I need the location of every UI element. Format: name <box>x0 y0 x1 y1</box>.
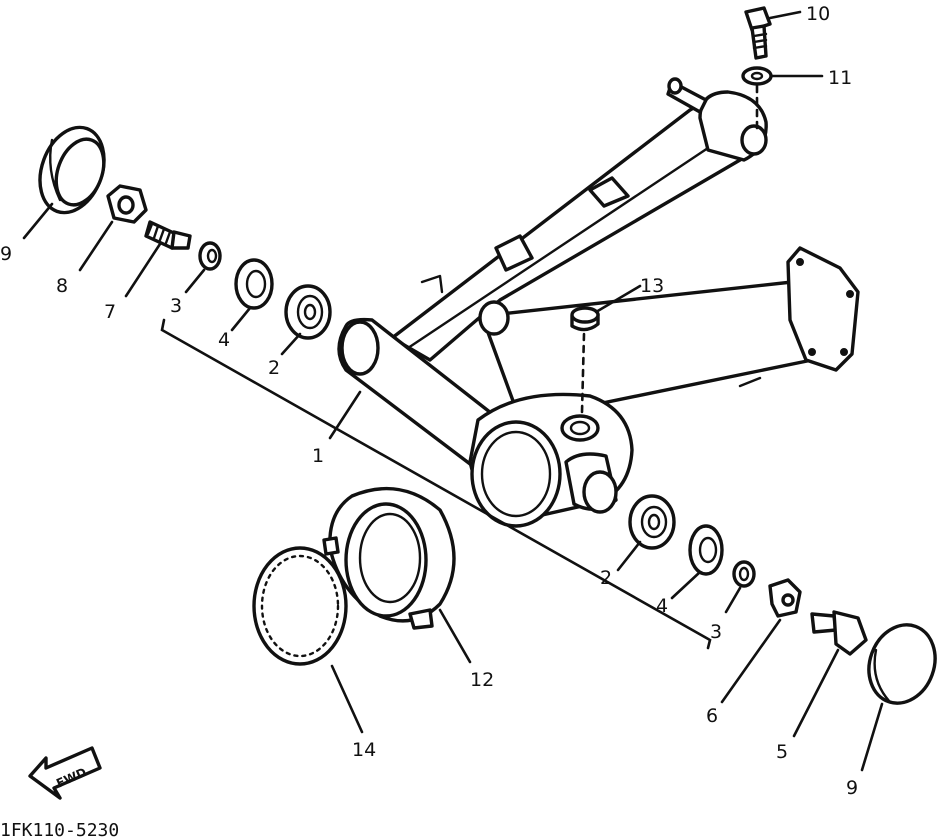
callout-13: 13 <box>640 275 664 297</box>
callout-2-right: 2 <box>600 567 612 589</box>
seal-right <box>688 524 724 576</box>
boot-ring <box>322 486 456 630</box>
callout-9-left: 9 <box>0 243 12 265</box>
bolt-top <box>744 6 772 60</box>
pivot-bolt-left <box>144 220 192 250</box>
callout-numbers: 10 11 13 9 8 7 3 4 2 1 2 4 3 6 5 9 12 14 <box>0 3 858 799</box>
plug <box>570 306 600 332</box>
part-code: 1FK110-5230 <box>0 820 119 840</box>
callout-6: 6 <box>706 705 718 727</box>
nut-left <box>106 184 148 224</box>
lock-plate <box>768 578 802 618</box>
gasket <box>252 546 348 666</box>
callout-4-right: 4 <box>656 595 668 617</box>
front-direction-arrow: FWD <box>28 746 102 800</box>
callout-12: 12 <box>470 669 494 691</box>
callout-2-left: 2 <box>268 357 280 379</box>
callout-4-left: 4 <box>218 329 230 351</box>
callout-1: 1 <box>312 445 324 467</box>
callout-14: 14 <box>352 739 376 761</box>
leader-lines <box>22 10 884 772</box>
callout-3-left: 3 <box>170 295 182 317</box>
callout-10: 10 <box>806 3 830 25</box>
callout-11: 11 <box>828 67 852 89</box>
bearing-left <box>284 284 332 340</box>
seal-left <box>234 258 274 310</box>
callout-9-right: 9 <box>846 777 858 799</box>
collar-right <box>732 560 756 588</box>
callout-5: 5 <box>776 741 788 763</box>
pivot-bolt-right <box>810 610 868 656</box>
seal-cap-left <box>38 125 106 215</box>
callout-7: 7 <box>104 301 116 323</box>
washer-top <box>741 66 773 86</box>
callout-8: 8 <box>56 275 68 297</box>
cap-right <box>867 623 937 705</box>
swingarm <box>337 77 860 528</box>
callout-3-right: 3 <box>710 621 722 643</box>
collar-left <box>198 241 222 271</box>
bearing-right <box>628 494 676 550</box>
